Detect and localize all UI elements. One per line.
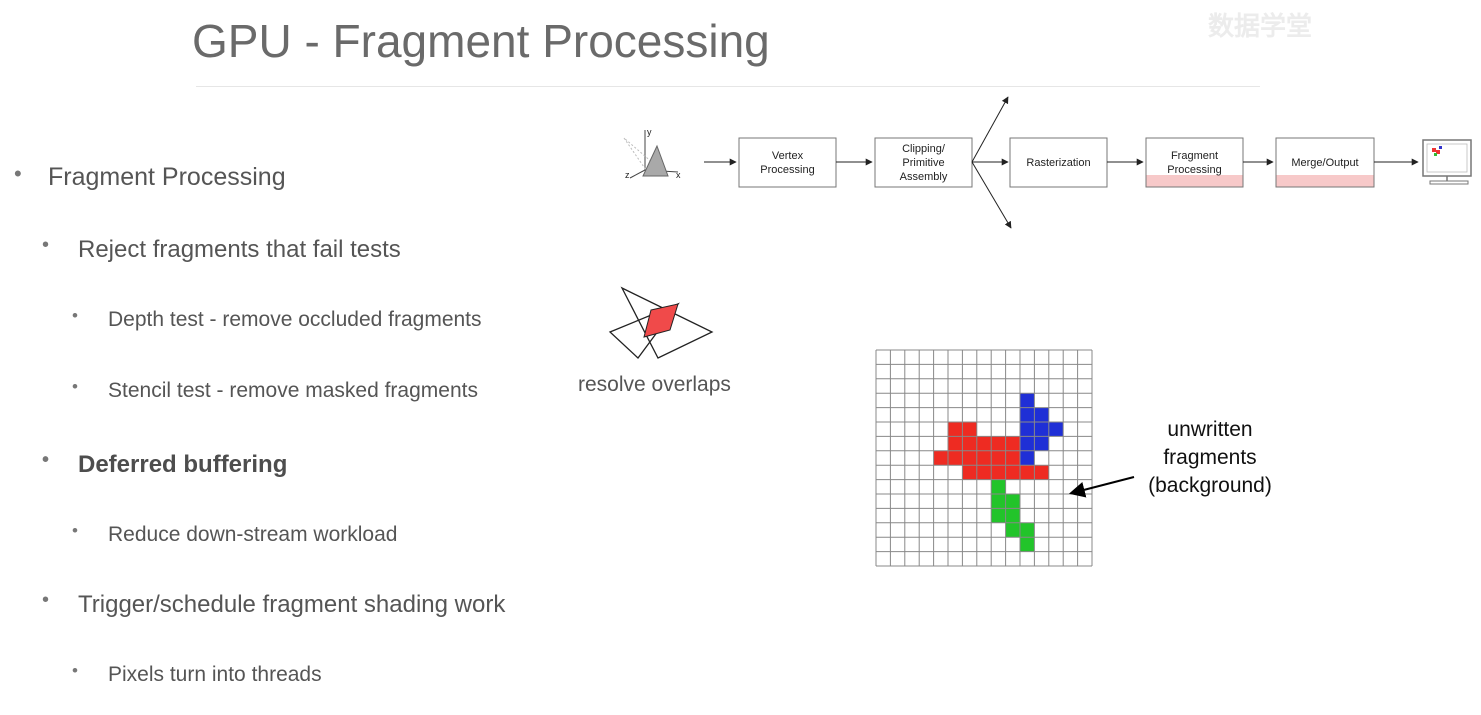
bullet-item: • Reject fragments that fail tests: [42, 234, 401, 264]
bullet-item: • Reduce down-stream workload: [72, 521, 398, 547]
bullet-text: Fragment Processing: [48, 163, 286, 191]
red-fragment-cell: [976, 450, 992, 466]
red-fragment-cell: [948, 450, 963, 466]
stage-label: Vertex: [772, 150, 804, 162]
blue-fragment-cell: [1020, 422, 1035, 437]
bullet-item: • Trigger/schedule fragment shading work: [42, 589, 506, 619]
blue-fragment-cell: [1020, 407, 1035, 422]
bullet-dot: •: [42, 234, 50, 256]
stage-label: Processing: [1167, 164, 1221, 176]
bullet-text: Trigger/schedule fragment shading work: [78, 591, 506, 618]
green-fragment-cell: [1005, 522, 1020, 538]
blue-fragment-cell: [1034, 436, 1049, 451]
slide-title: GPU - Fragment Processing: [192, 15, 770, 67]
stage-label: Processing: [760, 164, 814, 176]
bullet-text: Reduce down-stream workload: [108, 523, 398, 546]
red-fragment-cell: [991, 465, 1006, 480]
pipeline-diagram: y x z Vertex Processing Clipping/ Primit…: [623, 96, 1472, 229]
bullet-text: Depth test - remove occluded fragments: [108, 308, 482, 331]
bullet-item: • Fragment Processing: [14, 161, 286, 192]
bullet-dot: •: [72, 661, 78, 680]
annotation-line: unwritten: [1167, 418, 1253, 441]
bullet-dot: •: [42, 589, 50, 611]
annotation-line: (background): [1148, 474, 1272, 497]
green-fragment-cell: [1020, 522, 1035, 538]
stage-label: Merge/Output: [1291, 157, 1358, 169]
red-fragment-cell: [962, 436, 977, 451]
stage-merge-output: Merge/Output: [1275, 137, 1375, 188]
bullet-dot: •: [72, 306, 78, 325]
red-fragment-cell: [976, 436, 992, 451]
annotation-arrow: [1068, 476, 1135, 498]
red-fragment-cell: [962, 450, 977, 466]
overlap-caption: resolve overlaps: [578, 373, 731, 396]
stage-vertex-processing: Vertex Processing: [738, 137, 837, 188]
blue-fragment-cell: [1034, 422, 1049, 437]
red-fragment-cell: [962, 422, 977, 437]
red-fragment-cell: [991, 450, 1006, 466]
title-divider: [196, 86, 1260, 87]
red-fragment-cell: [948, 436, 963, 451]
bullet-text: Stencil test - remove masked fragments: [108, 379, 478, 402]
bullet-text: Deferred buffering: [78, 451, 288, 478]
blue-fragment-cell: [1034, 407, 1049, 422]
stage-rasterization: Rasterization: [1009, 137, 1108, 188]
blue-fragment-cell: [1020, 450, 1035, 466]
blue-fragment-cell: [1020, 436, 1035, 451]
bullet-dot: •: [42, 449, 50, 471]
overlap-triangles-diagram: [608, 286, 714, 359]
bullet-item: • Depth test - remove occluded fragments: [72, 306, 482, 332]
geometry-axes-icon: y x z: [623, 127, 681, 180]
stage-label: Clipping/: [902, 143, 946, 155]
watermark: 数据学堂: [1208, 11, 1313, 41]
green-fragment-cell: [1005, 494, 1020, 509]
red-fragment-cell: [976, 465, 992, 480]
stage-label: Fragment: [1171, 150, 1218, 162]
stage-clipping-primitive-assembly: Clipping/ Primitive Assembly: [874, 137, 973, 188]
fragment-grid: [875, 349, 1093, 567]
bullet-dot: •: [14, 161, 22, 186]
axis-label-z: z: [625, 170, 630, 180]
green-fragment-cell: [1005, 508, 1020, 523]
green-fragment-cell: [991, 508, 1006, 523]
unwritten-fragments-annotation: unwritten fragments (background): [1140, 416, 1280, 500]
bullet-item: • Stencil test - remove masked fragments: [72, 377, 478, 403]
blue-fragment-cell: [1020, 393, 1035, 408]
bullet-text: Pixels turn into threads: [108, 663, 322, 686]
red-fragment-cell: [1020, 465, 1035, 480]
green-fragment-cell: [1020, 537, 1035, 552]
green-fragment-cell: [991, 479, 1006, 494]
annotation-line: fragments: [1163, 446, 1257, 469]
stage-fragment-processing: Fragment Processing: [1145, 137, 1244, 188]
blue-fragment-cell: [1048, 422, 1064, 437]
red-fragment-cell: [948, 422, 963, 437]
red-fragment-cell: [1005, 450, 1020, 466]
red-fragment-cell: [933, 450, 948, 466]
stage-label: Assembly: [900, 171, 948, 183]
bullet-item: • Deferred buffering: [42, 449, 288, 479]
red-fragment-cell: [1034, 465, 1049, 480]
green-fragment-cell: [991, 494, 1006, 509]
stage-label: Rasterization: [1026, 157, 1090, 169]
red-fragment-cell: [991, 436, 1006, 451]
bullet-dot: •: [72, 521, 78, 540]
stage-label: Primitive: [902, 157, 944, 169]
red-fragment-cell: [1005, 465, 1020, 480]
red-fragment-cell: [1005, 436, 1020, 451]
bullet-text: Reject fragments that fail tests: [78, 236, 401, 263]
bullet-item: • Pixels turn into threads: [72, 661, 322, 687]
monitor-icon: [1422, 139, 1472, 185]
axis-label-y: y: [647, 127, 652, 137]
bullet-dot: •: [72, 377, 78, 396]
red-fragment-cell: [962, 465, 977, 480]
axis-label-x: x: [676, 170, 681, 180]
